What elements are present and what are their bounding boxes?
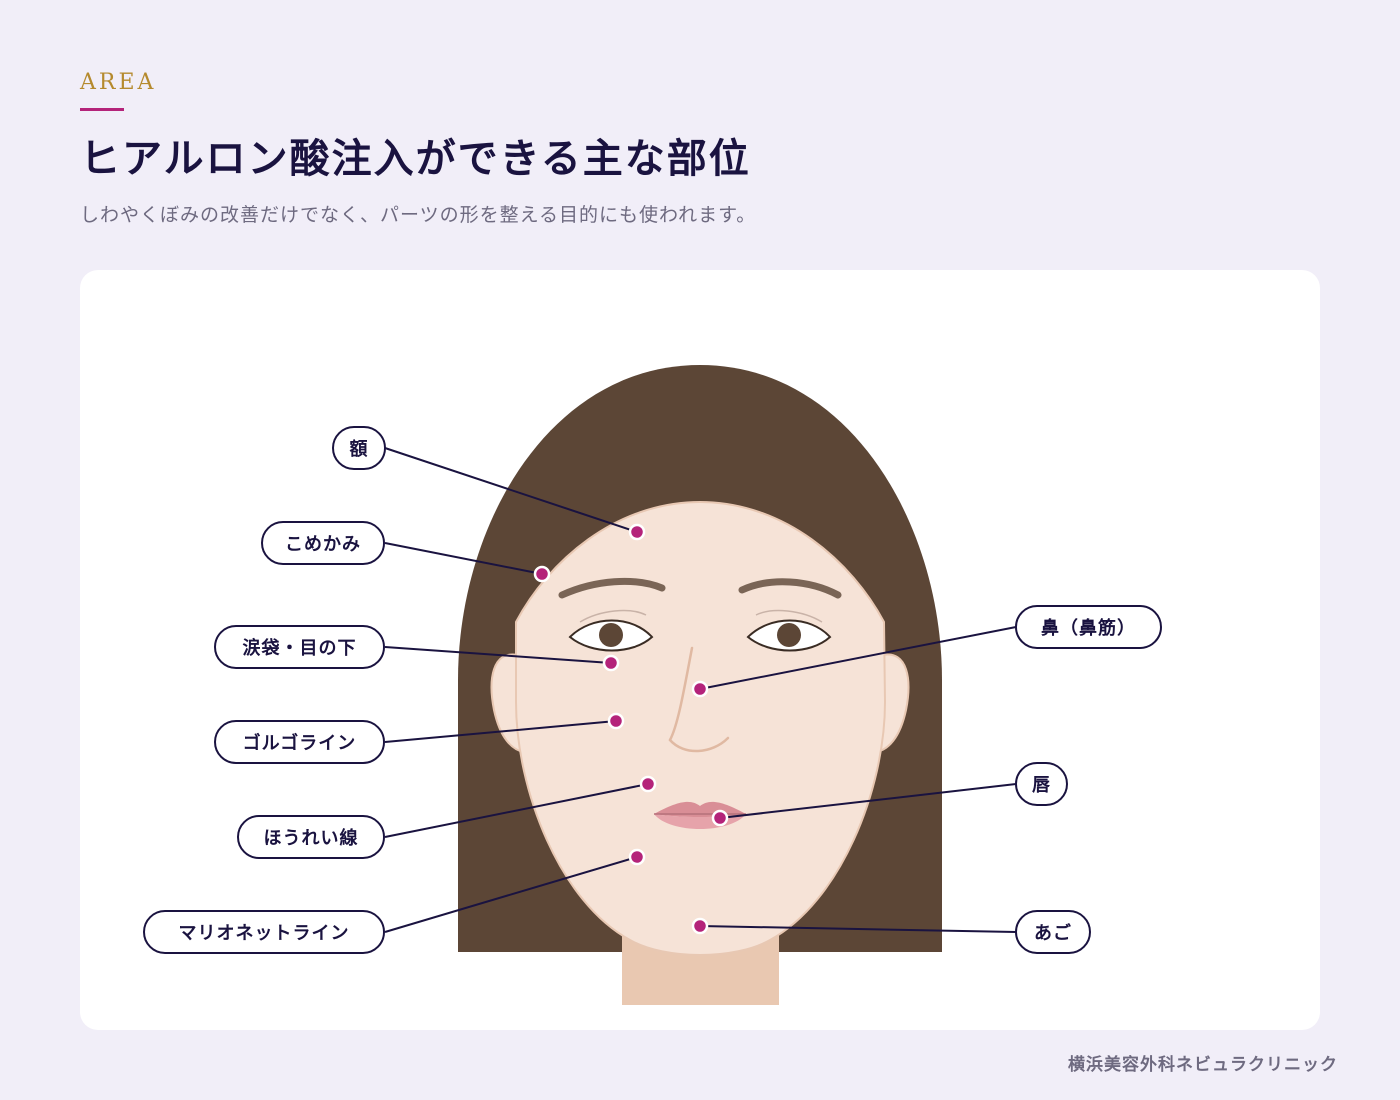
leader-chin [699,925,1017,933]
label-golgo: ゴルゴライン [214,720,385,764]
dot-lips [711,809,729,827]
label-temple: こめかみ [261,521,385,565]
right-eyelid [755,609,823,623]
dot-chin [691,917,709,935]
left-pupil [599,623,623,647]
face-illustration [384,365,1017,1005]
leader-golgo [384,720,617,743]
left-eyelid [579,609,647,623]
dot-marionette [628,848,646,866]
nose-line [668,646,730,753]
marker-dots [533,523,729,935]
dot-nose [691,680,709,698]
page-subtitle: しわやくぼみの改善だけでなく、パーツの形を整える目的にも使われます。 [80,204,757,226]
dot-nasolabial [639,775,657,793]
dot-temple [533,565,551,583]
label-marionette: マリオネットライン [143,910,385,954]
leader-forehead [384,447,638,533]
leader-marionette [384,856,638,933]
leader-nasolabial [384,783,649,838]
leader-lips [719,783,1017,819]
right-pupil [777,623,801,647]
dot-golgo [607,712,625,730]
eyebrow-label: AREA [80,70,157,95]
page-title: ヒアルロン酸注入ができる主な部位 [80,136,751,182]
eyebrow-underline [80,108,124,111]
diagram-card: 額 こめかみ 涙袋・目の下 ゴルゴライン ほうれい線 マリオネットライン 鼻（鼻… [80,270,1320,1030]
leader-nose [699,626,1017,690]
leader-lines [384,447,1017,933]
right-eyebrow [738,578,842,599]
left-eyebrow [558,577,666,599]
leader-under-eye [384,646,612,664]
label-chin: あご [1015,910,1091,954]
leader-temple [384,542,543,575]
label-under-eye: 涙袋・目の下 [214,625,385,669]
label-forehead: 額 [332,426,386,470]
label-lips: 唇 [1015,762,1068,806]
label-nose: 鼻（鼻筋） [1015,605,1162,649]
clinic-credit: 横浜美容外科ネビュラクリニック [1068,1055,1338,1075]
label-nasolabial: ほうれい線 [237,815,385,859]
dot-under-eye [602,654,620,672]
face-shape [515,500,887,956]
dot-forehead [628,523,646,541]
